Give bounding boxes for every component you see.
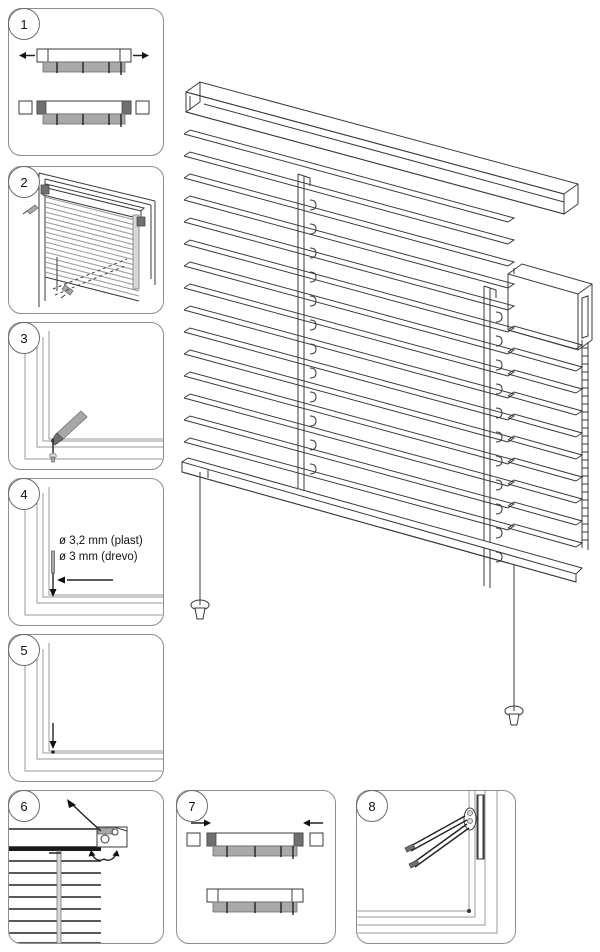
tilt-gearbox [96, 826, 128, 848]
window-frame-corner [24, 331, 163, 460]
screw-upper [404, 815, 468, 853]
hole-mark [51, 750, 55, 754]
window-frame-corner [24, 643, 163, 772]
step-badge-1: 1 [8, 8, 40, 40]
arrow-right-inward [191, 819, 211, 827]
rotation-arrows [88, 850, 120, 862]
lift-cord-left [190, 472, 210, 620]
step-8-figure [357, 791, 515, 943]
mark-point [49, 439, 57, 463]
drill-diameter-labels: ø 3,2 mm (plast) ø 3 mm (drevo) [59, 534, 143, 565]
window-frame-corner [24, 487, 163, 616]
step-number-1: 1 [20, 16, 28, 32]
label-plastic: ø 3,2 mm (plast) [59, 535, 143, 547]
mounting-bracket-right [135, 100, 150, 115]
main-illustration [178, 78, 600, 758]
step-panel-3: 3 [8, 322, 164, 470]
mounting-bracket-right [309, 832, 324, 847]
tilt-wand-body [132, 214, 140, 290]
corner-mark [467, 909, 471, 913]
cord-guide [463, 807, 477, 831]
insert-arrow [49, 723, 57, 749]
screw-lower [408, 823, 470, 869]
side-guide [476, 794, 485, 860]
assembly-guides [52, 258, 128, 296]
step-badge-7: 7 [176, 790, 208, 822]
slats [183, 129, 584, 548]
step-panel-4: ø 3,2 mm (plast) ø 3 mm (drevo) 4 [8, 478, 164, 626]
headrail [9, 828, 101, 851]
ladder-cord [56, 850, 62, 943]
step-panel-5: 5 [8, 634, 164, 782]
cord-toggle-left [190, 599, 210, 620]
blind-headrail [42, 183, 145, 220]
step-badge-2: 2 [8, 166, 40, 198]
step-2-figure [9, 167, 163, 313]
step-number-4: 4 [20, 486, 28, 502]
step-panel-8: 8 [356, 790, 516, 944]
step-badge-8: 8 [356, 790, 388, 822]
window-frame [38, 172, 156, 307]
step-7-figure [177, 791, 335, 943]
step-badge-4: 4 [8, 478, 40, 510]
step-panel-6: 6 [8, 790, 164, 944]
step-badge-6: 6 [8, 790, 40, 822]
arrow-right-outward [133, 52, 149, 59]
callout-arrow [67, 799, 102, 832]
blind-slats [44, 196, 140, 302]
ladder-cord-right [483, 285, 503, 588]
ladder-cord-left [297, 173, 317, 490]
arrow-left-outward [19, 52, 35, 59]
tilt-wand [581, 340, 589, 550]
step-badge-5: 5 [8, 634, 40, 666]
step-number-6: 6 [20, 798, 28, 814]
step-number-7: 7 [188, 798, 196, 814]
step-panel-2: 2 [8, 166, 164, 314]
lift-cord-right [504, 564, 524, 726]
label-wood: ø 3 mm (drevo) [59, 550, 138, 563]
bracket-right [136, 216, 146, 227]
headrail-in-brackets [206, 832, 304, 859]
bottom-rail [180, 457, 583, 583]
label-leader [57, 576, 113, 584]
step-1-figure [9, 9, 163, 155]
step-5-figure [9, 635, 163, 781]
headrail-top-view [36, 48, 132, 75]
released-headrail [206, 888, 304, 915]
step-panel-1: 1 [8, 8, 164, 156]
mounting-bracket-left [186, 832, 201, 847]
headrail-with-brackets [36, 100, 132, 127]
slats [9, 860, 101, 943]
step-number-2: 2 [20, 174, 28, 190]
step-badge-3: 3 [8, 322, 40, 354]
marker-pen [50, 410, 88, 446]
cord-toggle-right [504, 705, 524, 726]
drill-hole-arrow [49, 550, 57, 597]
step-panel-7: 7 [176, 790, 336, 944]
step-number-5: 5 [20, 642, 28, 658]
bracket-top [40, 184, 50, 195]
step-4-figure: ø 3,2 mm (plast) ø 3 mm (drevo) [9, 479, 163, 625]
screw-top [22, 204, 39, 215]
arrow-left-inward [303, 819, 323, 827]
step-3-figure [9, 323, 163, 469]
mounting-bracket-left [18, 100, 33, 115]
headrail [185, 81, 579, 215]
step-6-figure [9, 791, 163, 943]
headrail-end-cap-right [507, 263, 593, 351]
step-number-8: 8 [368, 798, 376, 814]
step-number-3: 3 [20, 330, 28, 346]
